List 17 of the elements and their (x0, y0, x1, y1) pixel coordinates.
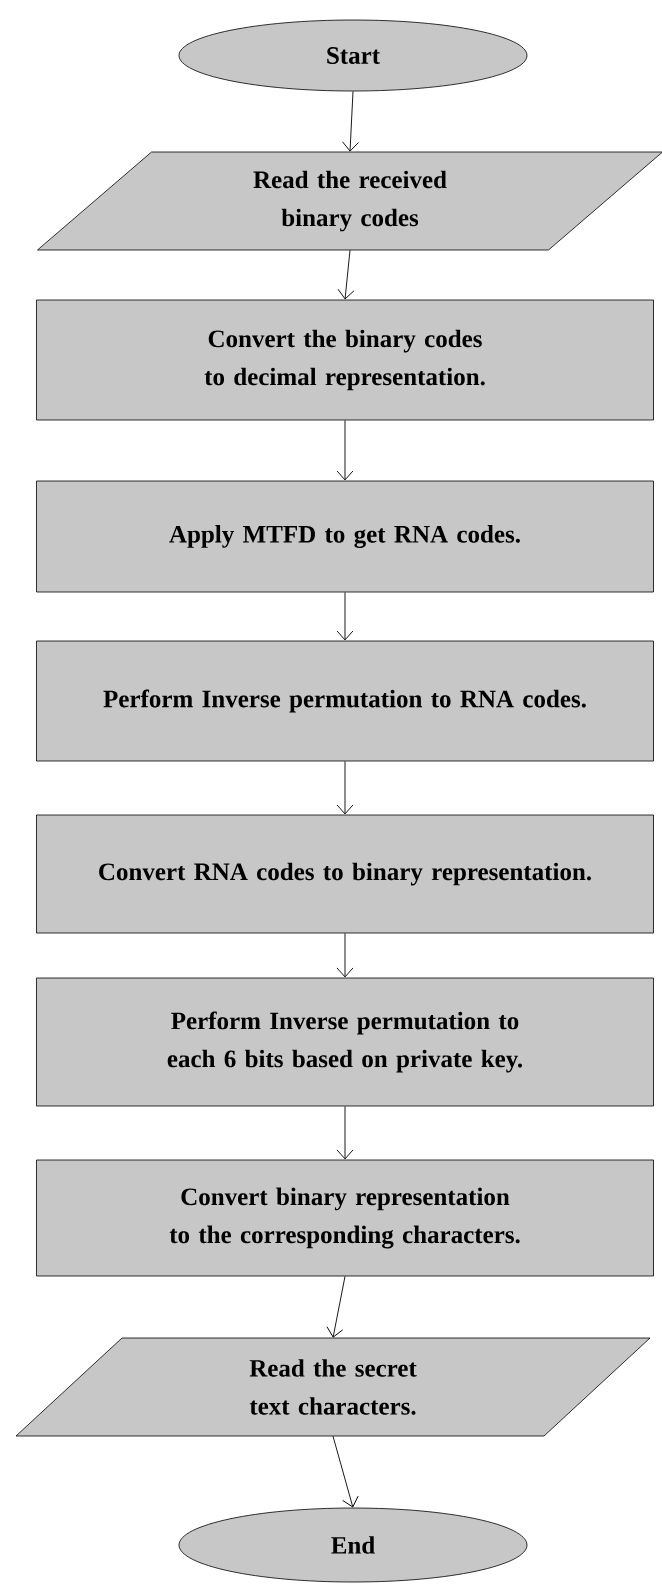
process-box: Perform Inverse permutation to each 6 bits based on private key. (36, 977, 654, 1107)
input-output-parallelogram: Read the secret text characters. (15, 1337, 651, 1437)
arrow (336, 1105, 354, 1160)
process-box: Apply MTFD to get RNA codes. (36, 480, 654, 593)
process-box: Convert the binary codes to decimal representation. (36, 299, 654, 421)
arrow (336, 760, 354, 815)
arrow (336, 419, 354, 481)
arrow (336, 591, 354, 641)
arrow (326, 1275, 346, 1338)
arrow (337, 249, 355, 300)
process-box: Convert binary representation to the corresponding characters. (36, 1159, 654, 1277)
arrow (332, 1435, 359, 1508)
process-box: Convert RNA codes to binary representation. (36, 814, 654, 934)
arrow (336, 932, 354, 978)
arrow (342, 90, 359, 152)
input-output-parallelogram: Read the received binary codes (37, 151, 662, 251)
process-box: Perform Inverse permutation to RNA codes. (36, 640, 654, 762)
